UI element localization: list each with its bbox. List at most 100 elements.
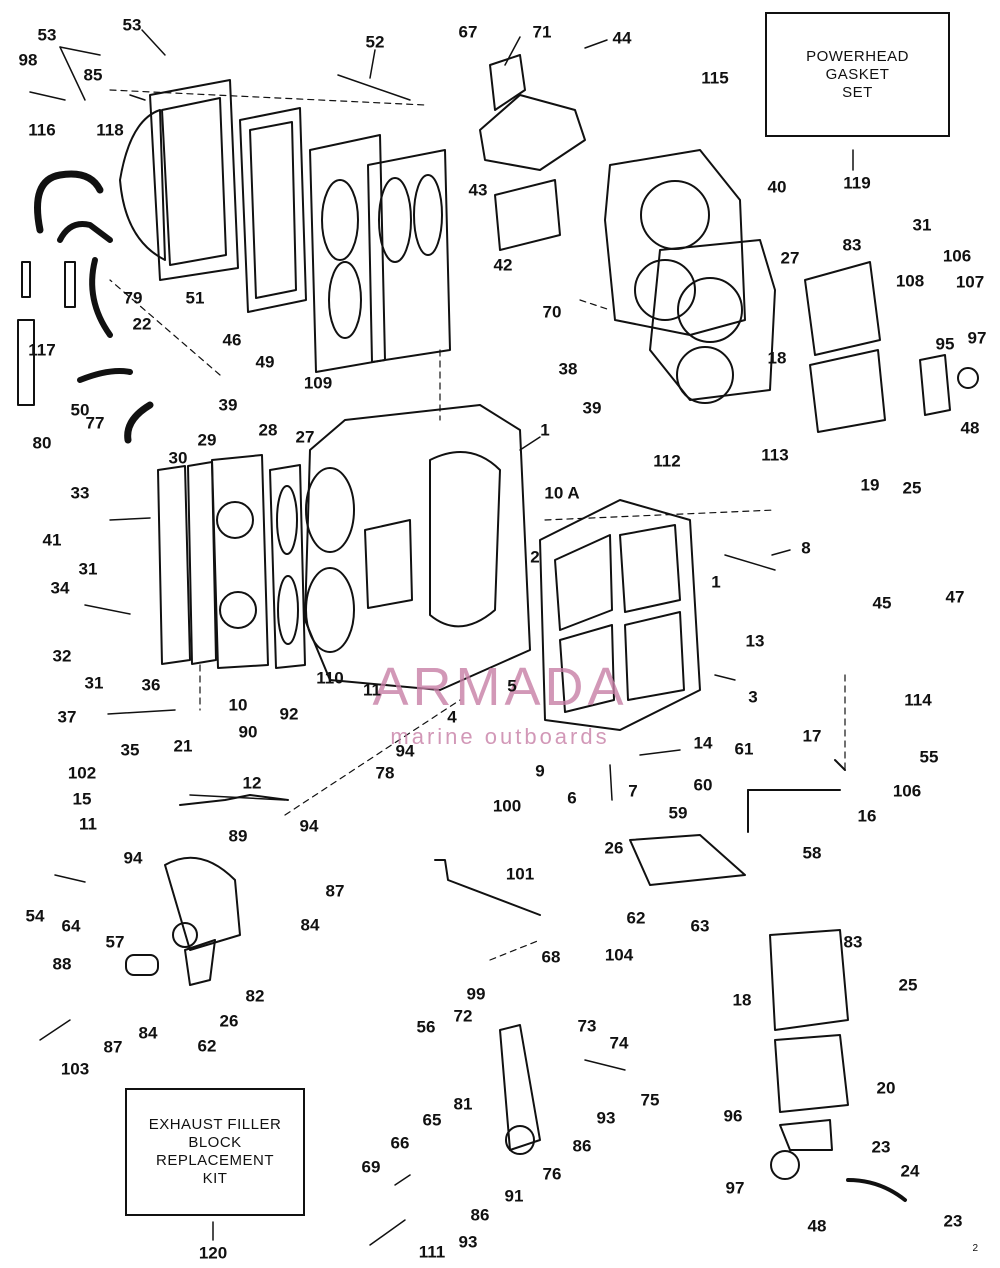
exhaust-filler-block-kit-box: EXHAUST FILLER BLOCK REPLACEMENT KIT — [125, 1088, 305, 1216]
part-label: 30 — [168, 448, 188, 468]
part-label: 76 — [542, 1164, 562, 1184]
fasteners-drawing — [29, 74, 776, 1246]
part-label: 100 — [492, 796, 522, 816]
part-label: 43 — [468, 180, 488, 200]
part-label: 28 — [258, 420, 278, 440]
part-label: 51 — [185, 288, 205, 308]
leader-lines — [59, 29, 854, 1241]
part-label: 47 — [945, 587, 965, 607]
part-label: 23 — [943, 1211, 963, 1231]
part-label: 24 — [900, 1161, 920, 1181]
part-label: 33 — [70, 483, 90, 503]
reed-block-drawing — [804, 261, 979, 433]
part-label: 112 — [653, 451, 681, 471]
part-label: 54 — [25, 906, 45, 926]
part-label: 53 — [37, 25, 57, 45]
part-label: 119 — [843, 173, 871, 193]
part-label: 87 — [103, 1037, 123, 1057]
part-label: 109 — [303, 373, 333, 393]
part-label: 50 — [70, 400, 90, 420]
part-label: 17 — [802, 726, 822, 746]
part-label: 27 — [780, 248, 800, 268]
part-label: 108 — [895, 271, 925, 291]
part-label: 118 — [96, 120, 124, 140]
powerhead-box-line-3: SET — [842, 83, 873, 101]
part-label: 19 — [860, 475, 880, 495]
part-label: 39 — [218, 395, 238, 415]
powerhead-box-line-2: GASKET — [825, 65, 890, 83]
part-label: 102 — [67, 763, 97, 783]
part-label: 23 — [871, 1137, 891, 1157]
part-label: 7 — [628, 781, 638, 801]
part-label: 62 — [197, 1036, 217, 1056]
cylinder-block-drawing — [304, 404, 701, 731]
part-label: 94 — [123, 848, 143, 868]
part-label: 86 — [470, 1205, 490, 1225]
part-label: 87 — [325, 881, 345, 901]
part-label: 72 — [453, 1006, 473, 1026]
part-label: 75 — [640, 1090, 660, 1110]
part-label: 10 A — [544, 483, 580, 503]
part-label: 1 — [540, 420, 550, 440]
part-label: 78 — [375, 763, 395, 783]
watermark-brand: ARMADA — [372, 657, 628, 717]
part-label: 70 — [542, 302, 562, 322]
part-label: 97 — [967, 328, 987, 348]
part-label: 9 — [535, 761, 545, 781]
part-label: 94 — [299, 816, 319, 836]
part-label: 116 — [28, 120, 56, 140]
part-label: 45 — [872, 593, 892, 613]
part-label: 13 — [745, 631, 765, 651]
part-label: 49 — [255, 352, 275, 372]
part-label: 26 — [604, 838, 624, 858]
part-label: 34 — [50, 578, 70, 598]
part-label: 74 — [609, 1033, 629, 1053]
part-label: 85 — [83, 65, 103, 85]
part-label: 67 — [458, 22, 478, 42]
part-label: 65 — [422, 1110, 442, 1130]
part-label: 89 — [228, 826, 248, 846]
part-label: 18 — [767, 348, 787, 368]
part-label: 93 — [458, 1232, 478, 1252]
part-label: 83 — [843, 932, 863, 952]
alignment-lines — [109, 89, 846, 961]
part-label: 106 — [942, 246, 972, 266]
part-label: 95 — [935, 334, 955, 354]
part-label: 41 — [42, 530, 62, 550]
part-label: 6 — [567, 788, 577, 808]
part-label: 55 — [919, 747, 939, 767]
watermark-tagline: marine outboards — [390, 724, 610, 749]
part-label: 77 — [85, 413, 105, 433]
part-label: 92 — [279, 704, 299, 724]
powerhead-box-line-1: POWERHEAD — [806, 47, 909, 65]
part-label: 106 — [892, 781, 922, 801]
part-label: 46 — [222, 330, 242, 350]
part-label: 32 — [52, 646, 72, 666]
part-label: 86 — [572, 1136, 592, 1156]
part-label: 99 — [466, 984, 486, 1004]
part-label: 58 — [802, 843, 822, 863]
part-label: 35 — [120, 740, 140, 760]
exhaust-box-line-2: BLOCK — [188, 1134, 242, 1151]
part-label: 12 — [242, 773, 262, 793]
part-label: 84 — [138, 1023, 158, 1043]
part-label: 110 — [316, 668, 344, 688]
part-label: 31 — [912, 215, 932, 235]
part-label: 90 — [238, 722, 258, 742]
part-label: 111 — [418, 1242, 446, 1262]
part-label: 98 — [18, 50, 38, 70]
part-label: 97 — [725, 1178, 745, 1198]
part-label: 52 — [365, 32, 385, 52]
part-label: 11 — [79, 814, 97, 834]
part-label: 113 — [761, 445, 789, 465]
part-label: 27 — [295, 427, 315, 447]
exhaust-box-line-4: KIT — [202, 1170, 228, 1187]
bracket-drawing — [479, 54, 586, 251]
part-label: 69 — [361, 1157, 381, 1177]
part-label: 60 — [693, 775, 713, 795]
part-label: 94 — [395, 741, 415, 761]
part-label: 66 — [390, 1133, 410, 1153]
part-label: 101 — [505, 864, 535, 884]
part-label: 48 — [807, 1216, 827, 1236]
